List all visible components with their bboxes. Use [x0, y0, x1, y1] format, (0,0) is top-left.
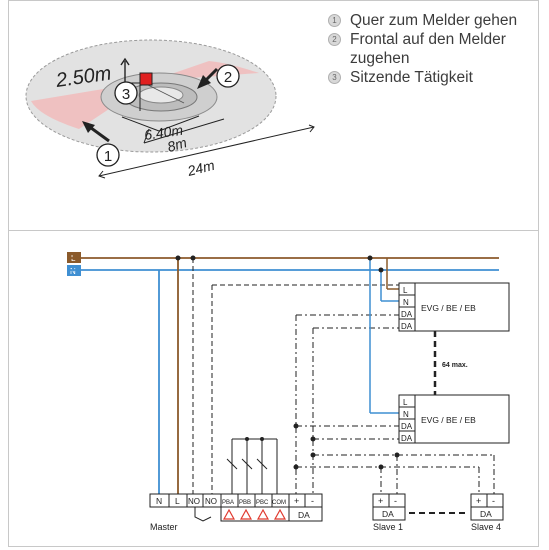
svg-text:3: 3: [122, 86, 130, 103]
marker-1: 1: [96, 143, 120, 167]
svg-text:-: -: [394, 496, 397, 506]
middle-dimension-label: 8m: [165, 134, 188, 155]
legend-text: Sitzende Tätigkeit: [350, 69, 473, 86]
svg-text:DA: DA: [401, 422, 413, 431]
svg-text:PBB: PBB: [239, 500, 251, 506]
inner-dimension-label: 6.40m: [143, 122, 184, 143]
sensor-icon: [139, 72, 153, 86]
svg-text:N: N: [70, 267, 76, 276]
svg-text:EVG / BE / EB: EVG / BE / EB: [421, 303, 476, 313]
svg-text:DA: DA: [401, 434, 413, 443]
legend-item-3: 3 Sitzende Tätigkeit: [322, 68, 537, 87]
svg-text:-: -: [311, 496, 314, 506]
svg-text:DA: DA: [480, 509, 492, 519]
svg-text:+: +: [378, 496, 383, 506]
slave-4-block: + - DA Slave 4: [470, 493, 504, 532]
svg-text:NO: NO: [205, 497, 217, 506]
svg-text:N: N: [403, 410, 409, 419]
svg-text:COM: COM: [272, 500, 286, 506]
legend: 1 Quer zum Melder gehen 2 Frontal auf de…: [322, 11, 537, 87]
svg-text:DA: DA: [401, 310, 413, 319]
detection-range-figure: 2.50m 6.40m 8m 24m 1 2 3: [25, 39, 315, 179]
svg-text:PBC: PBC: [256, 500, 269, 506]
detection-range-panel: 2.50m 6.40m 8m 24m 1 2 3 1 Quer zum Meld…: [8, 0, 539, 231]
svg-text:Slave 1: Slave 1: [373, 522, 403, 532]
ballast-1: L N DA DA EVG / BE / EB: [398, 282, 510, 332]
svg-text:+: +: [294, 496, 299, 506]
svg-text:Slave 4: Slave 4: [471, 522, 501, 532]
svg-text:2: 2: [224, 69, 232, 86]
svg-text:NO: NO: [188, 497, 200, 506]
svg-text:N: N: [403, 298, 409, 307]
legend-item-2: 2 Frontal auf den Melder zugehen: [322, 30, 537, 68]
max-label: 64 max.: [442, 362, 468, 369]
svg-text:DA: DA: [401, 322, 413, 331]
legend-text: Frontal auf den Melder zugehen: [350, 31, 506, 67]
wiring-diagram-panel: L N: [8, 230, 539, 547]
wiring-diagram: L N: [67, 252, 510, 532]
svg-text:DA: DA: [382, 509, 394, 519]
svg-text:L: L: [403, 398, 408, 407]
svg-text:PBA: PBA: [222, 500, 234, 506]
legend-text: Quer zum Melder gehen: [350, 12, 518, 29]
svg-text:N: N: [156, 496, 162, 506]
legend-item-1: 1 Quer zum Melder gehen: [322, 11, 537, 30]
slave-1-block: + - DA Slave 1: [372, 493, 406, 532]
svg-text:DA: DA: [298, 510, 310, 520]
svg-text:1: 1: [104, 148, 112, 165]
outer-dimension-label: 24m: [185, 157, 217, 179]
svg-text:EVG / BE / EB: EVG / BE / EB: [421, 415, 476, 425]
svg-text:L: L: [175, 496, 180, 506]
ballast-2: L N DA DA EVG / BE / EB: [398, 394, 510, 444]
svg-text:L: L: [403, 286, 408, 295]
svg-text:-: -: [492, 496, 495, 506]
warning-icon: [222, 508, 287, 520]
master-label: Master: [150, 522, 178, 532]
svg-text:+: +: [476, 496, 481, 506]
master-terminal-block: N L NO NO PBA PBB PBC COM + - DA Master: [149, 493, 323, 532]
legend-number-icon: 3: [328, 71, 341, 84]
marker-2: 2: [216, 64, 240, 88]
legend-number-icon: 2: [328, 33, 341, 46]
legend-number-icon: 1: [328, 14, 341, 27]
marker-3: 3: [114, 81, 138, 105]
